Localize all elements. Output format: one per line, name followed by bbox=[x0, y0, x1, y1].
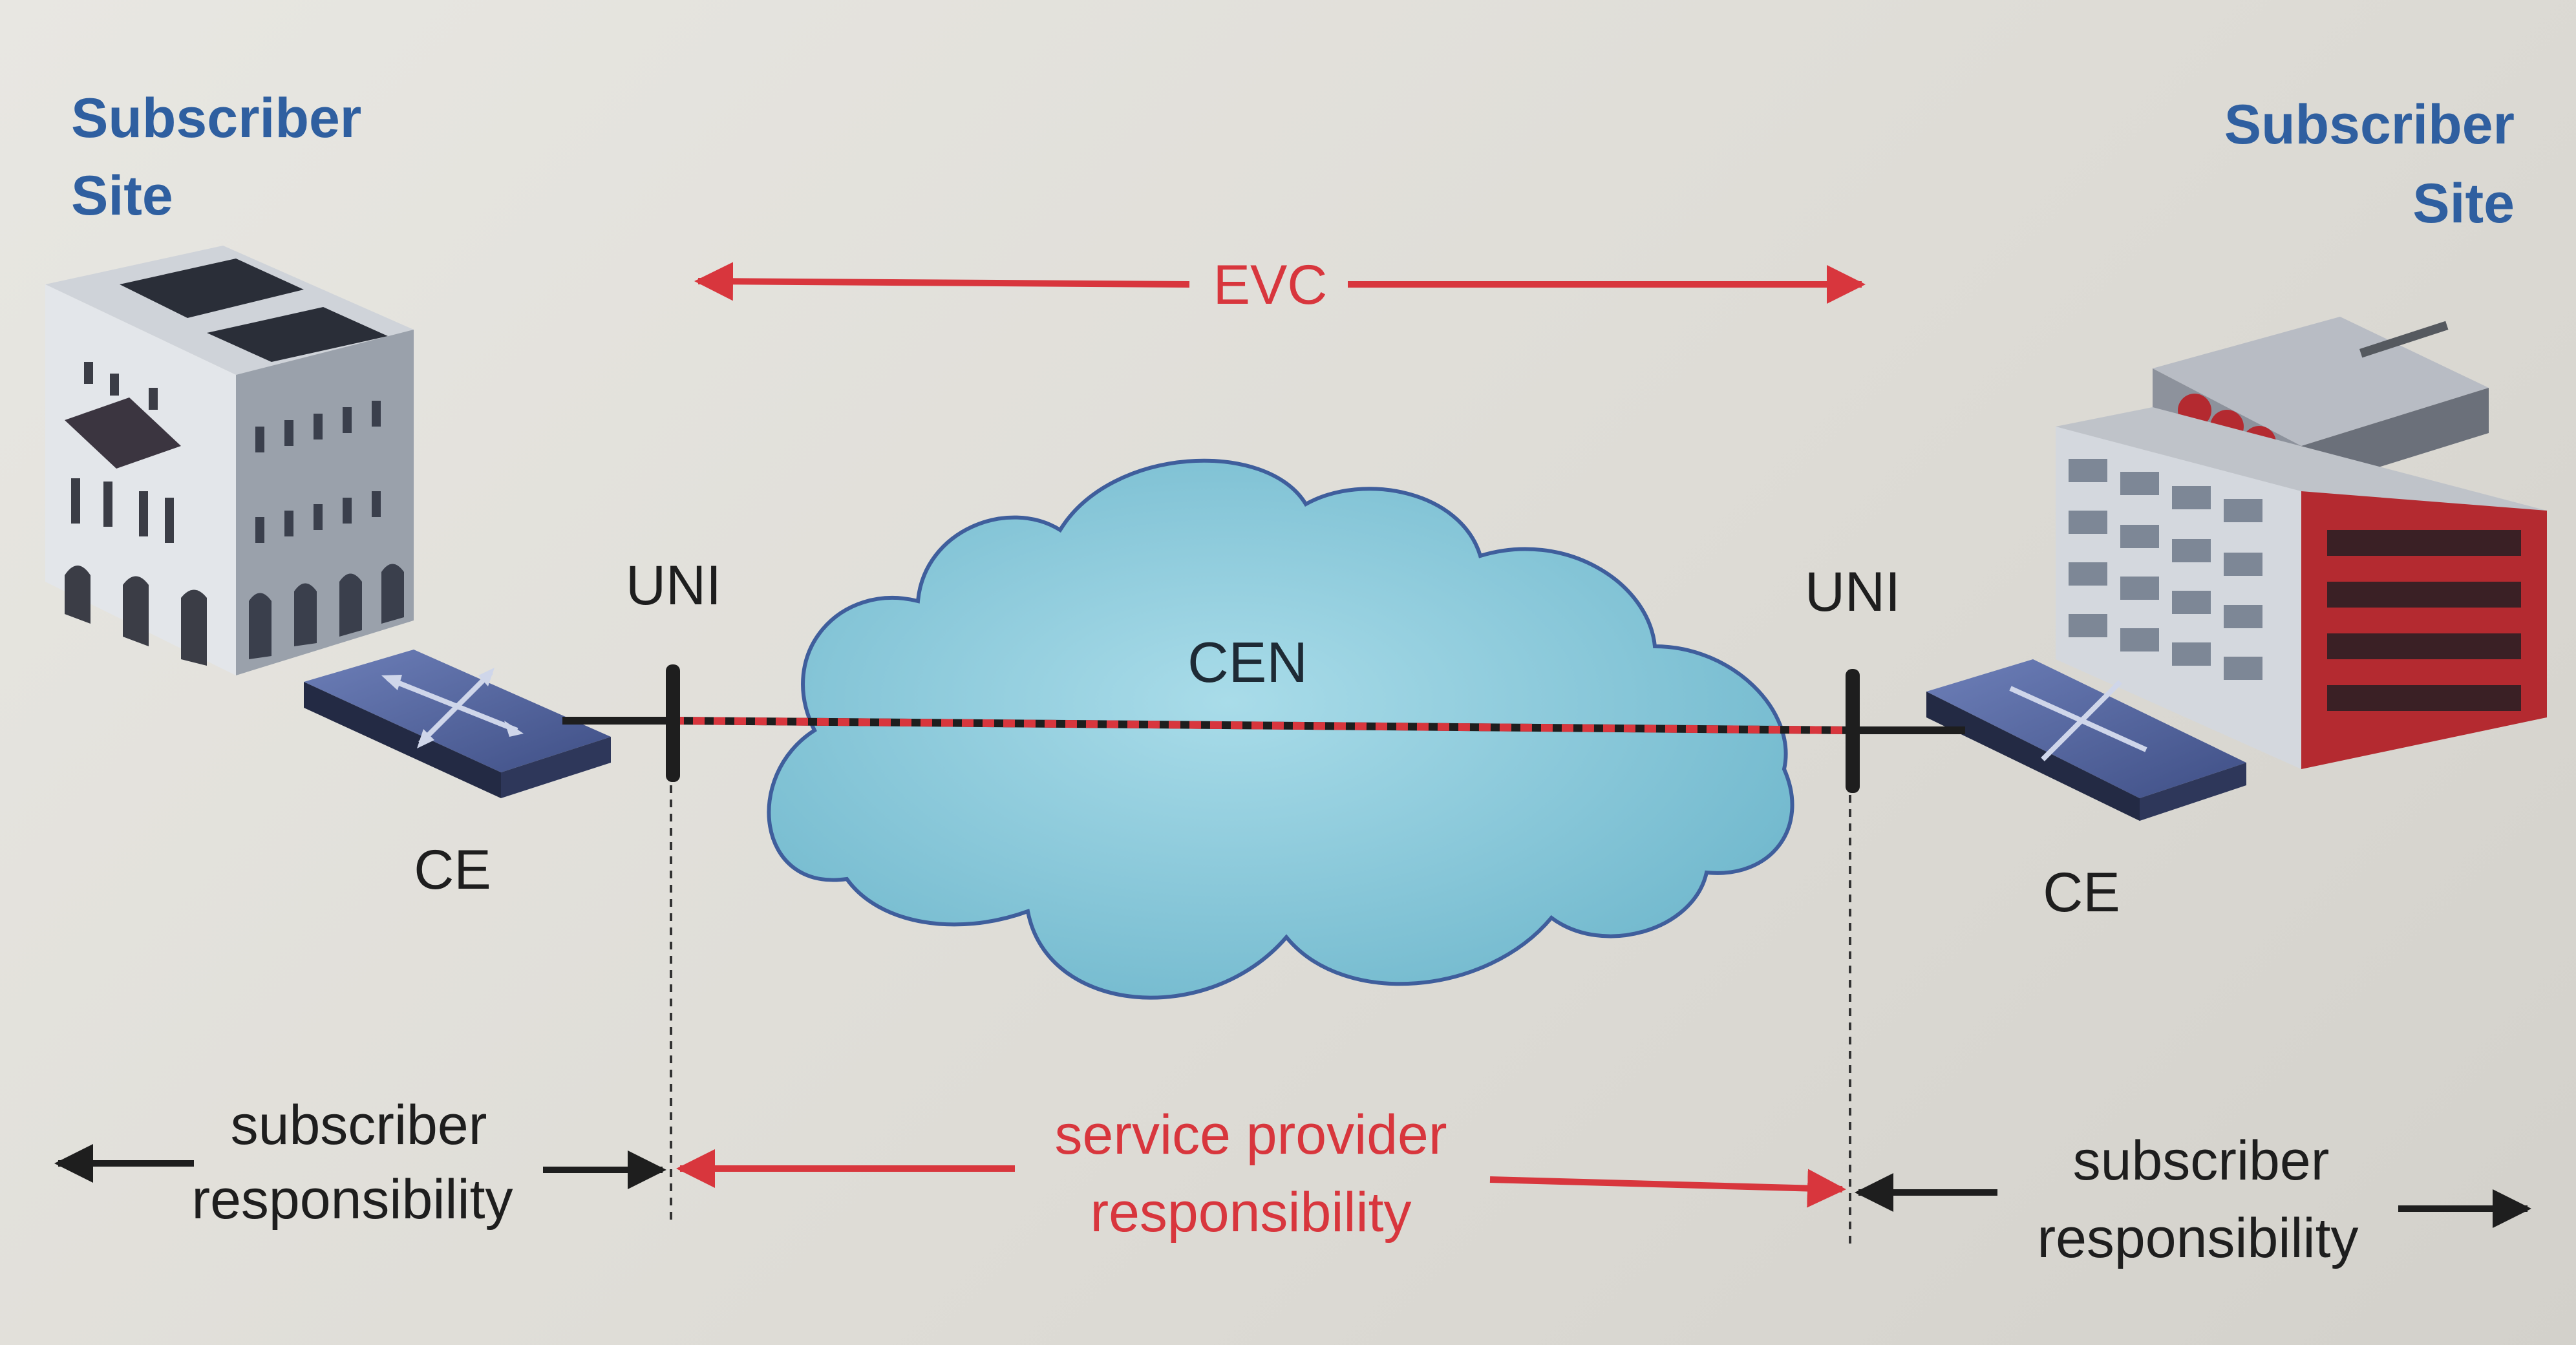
right-site-title-line2: Site bbox=[2412, 173, 2515, 235]
evc-path-red-dashes bbox=[672, 717, 1856, 734]
right-uni-label: UNI bbox=[1805, 561, 1900, 623]
center-resp-line2: responsibility bbox=[1090, 1181, 1411, 1244]
cen-label: CEN bbox=[1187, 630, 1308, 694]
right-uni-marker bbox=[1846, 669, 1860, 793]
right-ce-label: CE bbox=[2043, 862, 2120, 924]
evc-arrow-left bbox=[694, 262, 1190, 301]
left-uni-label: UNI bbox=[626, 555, 721, 617]
right-site-title-line1: Subscriber bbox=[2224, 94, 2515, 156]
right-ce-switch-icon bbox=[1926, 659, 2246, 821]
right-building-icon bbox=[2056, 317, 2547, 769]
right-resp-line2: responsibility bbox=[2037, 1207, 2358, 1269]
right-resp-line1: subscriber bbox=[2073, 1130, 2330, 1192]
left-building-icon bbox=[45, 246, 414, 675]
left-ce-label: CE bbox=[414, 839, 491, 901]
left-site-title-line2: Site bbox=[71, 165, 173, 227]
center-resp-line1: service provider bbox=[1055, 1104, 1447, 1166]
left-ce-switch-icon bbox=[304, 650, 611, 798]
left-resp-line1: subscriber bbox=[231, 1094, 487, 1156]
center-resp-arrow-right bbox=[1489, 1169, 1846, 1208]
left-site-title-line1: Subscriber bbox=[71, 87, 361, 149]
left-uni-marker bbox=[666, 664, 680, 782]
evc-label: EVC bbox=[1213, 254, 1328, 316]
left-resp-line2: responsibility bbox=[191, 1169, 513, 1231]
